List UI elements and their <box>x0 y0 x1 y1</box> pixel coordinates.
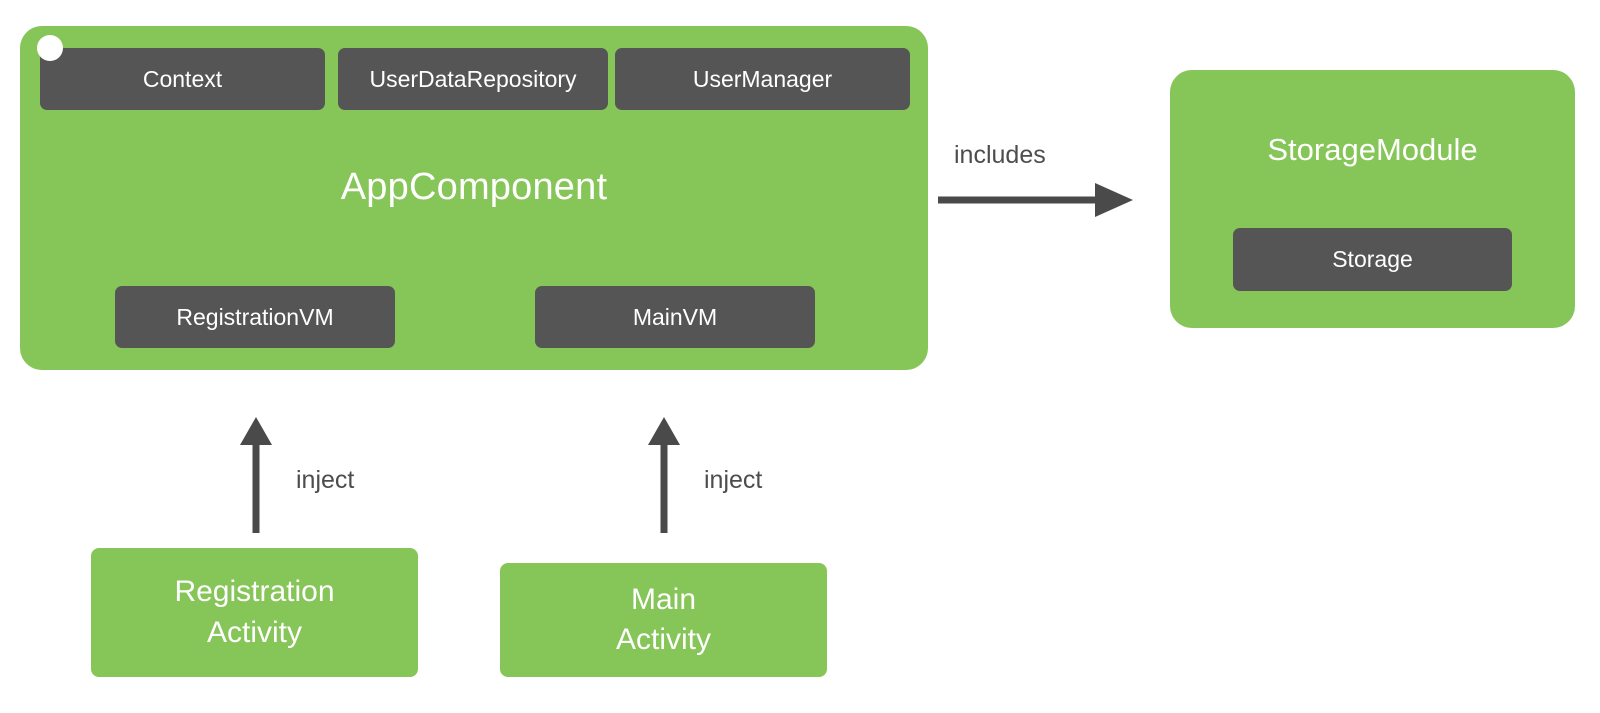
edge-label-includes: includes <box>954 141 1046 169</box>
scope-dot-icon <box>37 35 63 61</box>
activity-main[interactable]: Main Activity <box>500 563 827 677</box>
edge-label-inject-main: inject <box>704 466 763 494</box>
inject-arrow-right-icon <box>648 417 680 533</box>
storage-module-title: StorageModule <box>1267 132 1478 167</box>
viewmodel-registrationvm[interactable]: RegistrationVM <box>115 286 395 348</box>
dependency-context[interactable]: Context <box>40 48 325 110</box>
includes-arrow-icon <box>938 183 1133 217</box>
activity-registration[interactable]: Registration Activity <box>91 548 418 677</box>
edge-label-inject-registration: inject <box>296 466 355 494</box>
inject-arrow-left-icon <box>240 417 272 533</box>
dependency-userdatarepository[interactable]: UserDataRepository <box>338 48 608 110</box>
activity-registration-line1: Registration <box>174 575 335 608</box>
activity-main-line2: Activity <box>615 623 711 656</box>
binding-storage[interactable]: Storage <box>1233 228 1512 291</box>
viewmodel-mainvm[interactable]: MainVM <box>535 286 815 348</box>
dependency-usermanager[interactable]: UserManager <box>615 48 910 110</box>
app-component-title: AppComponent <box>340 166 608 208</box>
activity-registration-line2: Activity <box>206 615 302 649</box>
activity-main-line1: Main <box>630 582 697 616</box>
